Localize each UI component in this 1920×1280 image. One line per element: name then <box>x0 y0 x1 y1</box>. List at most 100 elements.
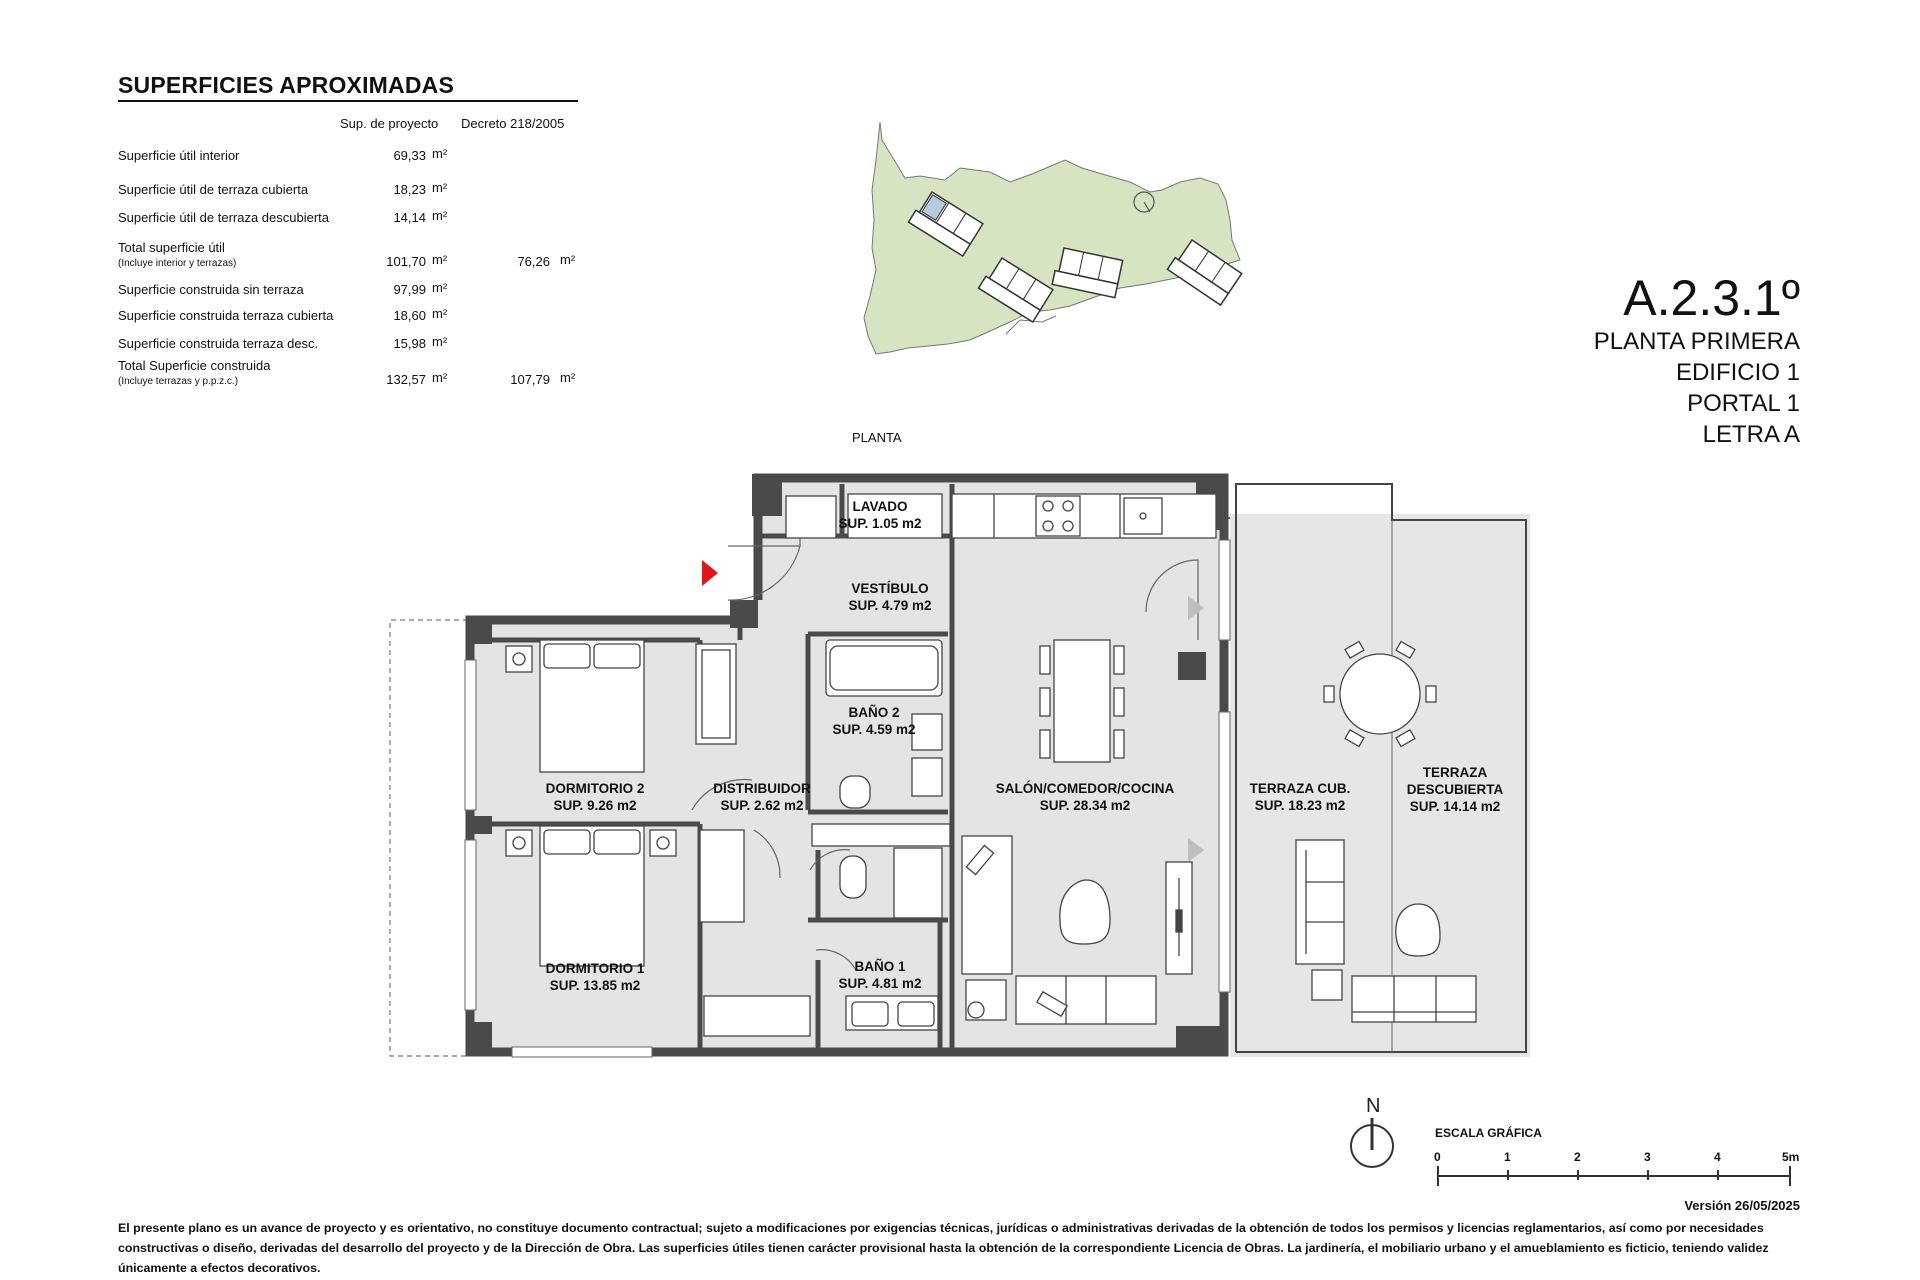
letter-label: LETRA A <box>1702 421 1800 448</box>
area-row-label: Superficie útil de terraza descubierta <box>118 210 330 225</box>
room-area: SUP. 14.14 m2 <box>1409 799 1501 814</box>
area-project-value: 15,98 <box>393 336 426 351</box>
room-area: SUP. 1.05 m2 <box>838 516 922 531</box>
shower-tray <box>893 847 943 919</box>
room-area: SUP. 18.23 m2 <box>1254 798 1346 813</box>
room-dormitorio-1: DORMITORIO 1 SUP. 13.85 m2 <box>520 960 670 994</box>
scale-tick-2: 2 <box>1574 1150 1581 1164</box>
terrace-access-icon-1 <box>1188 596 1204 620</box>
area-row-label: Total superficie útil <box>118 240 225 255</box>
room-area: SUP. 2.62 m2 <box>720 798 804 813</box>
site-map <box>863 121 1243 355</box>
area-unit: m² <box>432 180 448 195</box>
area-unit: m² <box>560 252 576 267</box>
area-unit: m² <box>432 334 448 349</box>
room-name: TERRAZA DESCUBIERTA <box>1406 765 1504 797</box>
area-unit: m² <box>432 370 448 385</box>
kitchen-counter <box>951 493 1217 539</box>
room-bano-1: BAÑO 1 SUP. 4.81 m2 <box>820 958 940 992</box>
area-unit: m² <box>432 252 448 267</box>
room-area: SUP. 4.79 m2 <box>848 598 932 613</box>
scale-tick-5: 5m <box>1782 1150 1800 1164</box>
scale-tick-3: 3 <box>1644 1150 1651 1164</box>
area-row-note: (Incluye terrazas y p.p.z.c.) <box>118 376 239 387</box>
terrace-sofa-vertical <box>1295 839 1345 965</box>
column-header-decree: Decreto 218/2005 <box>461 116 565 131</box>
plan-label: PLANTA <box>852 430 902 445</box>
room-name: DORMITORIO 2 <box>545 781 645 796</box>
portal-label: PORTAL 1 <box>1687 390 1800 417</box>
area-row-label: Superficie construida terraza desc. <box>118 336 319 351</box>
area-decree-value: 107,79 <box>510 372 550 387</box>
exterior-walls <box>465 473 1229 1057</box>
wall-pillars <box>466 474 1228 1056</box>
area-project-value: 101,70 <box>386 254 426 269</box>
scale-tick-0: 0 <box>1434 1150 1441 1164</box>
site-north-icon <box>1133 191 1155 213</box>
terrace-coffee-table <box>1395 903 1441 957</box>
area-row-label: Superficie construida sin terraza <box>118 282 304 297</box>
room-name: TERRAZA CUB. <box>1249 781 1351 796</box>
area-project-value: 132,57 <box>386 372 426 387</box>
scale-bar <box>1437 1166 1791 1186</box>
room-terraza-cubierta: TERRAZA CUB. SUP. 18.23 m2 <box>1240 780 1360 814</box>
terrace-round-table <box>1339 653 1421 735</box>
site-plot <box>863 121 1241 355</box>
north-label: N <box>1366 1095 1380 1117</box>
area-project-value: 14,14 <box>393 210 426 225</box>
area-row-label: Superficie útil interior <box>118 148 240 163</box>
scale-tick-1: 1 <box>1504 1150 1511 1164</box>
area-project-value: 97,99 <box>393 282 426 297</box>
scale-tick-4: 4 <box>1714 1150 1721 1164</box>
toilet-bath1 <box>839 855 867 899</box>
toilet-bath2 <box>839 775 871 809</box>
room-name: SALÓN/COMEDOR/COCINA <box>995 781 1175 796</box>
room-distribuidor: DISTRIBUIDOR SUP. 2.62 m2 <box>690 780 834 814</box>
building-label: EDIFICIO 1 <box>1675 359 1800 386</box>
room-area: SUP. 28.34 m2 <box>1039 798 1131 813</box>
furniture <box>505 493 1477 1037</box>
area-row-label: Superficie construida terraza cubierta <box>118 308 334 323</box>
room-salon-comedor-cocina: SALÓN/COMEDOR/COCINA SUP. 28.34 m2 <box>980 780 1190 814</box>
area-unit: m² <box>432 306 448 321</box>
room-area: SUP. 9.26 m2 <box>553 798 637 813</box>
area-row-label: Total Superficie construida <box>118 358 271 373</box>
apartment-code: A.2.3.1º <box>1623 270 1800 326</box>
room-vestibulo: VESTÍBULO SUP. 4.79 m2 <box>820 580 960 614</box>
scale-title: ESCALA GRÁFICA <box>1435 1126 1542 1140</box>
area-project-value: 18,23 <box>393 182 426 197</box>
area-row-label: Superficie útil de terraza cubierta <box>118 182 309 197</box>
terrace-outline <box>1226 483 1530 1057</box>
apartment-id-block: A.2.3.1º PLANTA PRIMERA EDIFICIO 1 PORTA… <box>1594 270 1800 450</box>
building-block-1 <box>907 190 984 258</box>
windows <box>464 539 1231 1058</box>
building-block-4 <box>1166 238 1243 307</box>
room-name: LAVADO <box>852 499 908 514</box>
washbasin-bath2 <box>911 713 943 751</box>
dining-table <box>1053 639 1111 763</box>
area-unit: m² <box>432 146 448 161</box>
disclaimer-text: El presente plano es un avance de proyec… <box>118 1221 1769 1275</box>
version-label: Versión 26/05/2025 <box>1684 1198 1800 1213</box>
room-bano-2: BAÑO 2 SUP. 4.59 m2 <box>804 704 944 738</box>
area-decree-value: 76,26 <box>517 254 550 269</box>
left-balcony-outline <box>389 619 468 1057</box>
cooktop <box>1035 495 1081 537</box>
areas-title-rule <box>118 100 578 102</box>
room-name: DISTRIBUIDOR <box>713 781 811 796</box>
room-name: BAÑO 2 <box>848 705 900 720</box>
wardrobe-bedroom1 <box>699 829 745 923</box>
room-area: SUP. 4.59 m2 <box>832 722 916 737</box>
coffee-table <box>1059 879 1111 945</box>
floor-label: PLANTA PRIMERA <box>1593 328 1800 355</box>
room-area: SUP. 4.81 m2 <box>838 976 922 991</box>
building-block-2 <box>977 256 1054 324</box>
room-name: VESTÍBULO <box>851 581 929 596</box>
terrace-access-icon-2 <box>1188 838 1204 862</box>
room-dormitorio-2: DORMITORIO 2 SUP. 9.26 m2 <box>520 780 670 814</box>
area-unit: m² <box>432 280 448 295</box>
area-project-value: 69,33 <box>393 148 426 163</box>
room-name: BAÑO 1 <box>854 959 906 974</box>
building-block-3 <box>1051 247 1124 299</box>
